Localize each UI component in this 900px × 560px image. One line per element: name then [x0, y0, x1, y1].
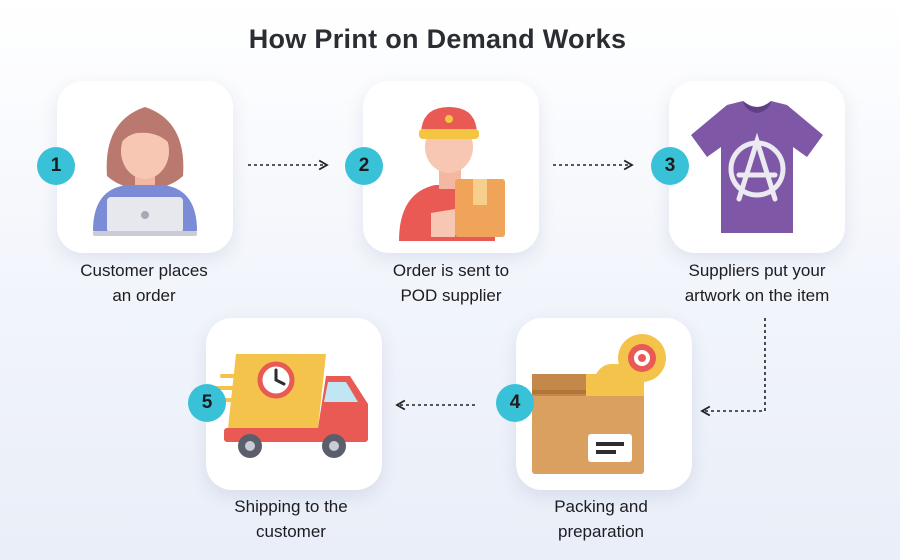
step-4-badge: 4: [496, 384, 534, 422]
step-5-badge: 5: [188, 384, 226, 422]
delivery-person-icon: [399, 107, 505, 241]
step-3-badge: 3: [651, 147, 689, 185]
step-2-card: [363, 81, 539, 253]
step-1-label: Customer places an order: [80, 261, 208, 305]
delivery-truck-icon: [214, 354, 368, 458]
step-2-badge: 2: [345, 147, 383, 185]
step-1-badge: 1: [37, 147, 75, 185]
arrow-3-to-4: [700, 318, 766, 417]
step-3-label: Suppliers put your artwork on the item: [684, 261, 830, 305]
customer-laptop-icon: [93, 107, 197, 236]
page-title: How Print on Demand Works: [248, 24, 627, 54]
step-5-label: Shipping to the customer: [234, 497, 348, 541]
step-4-card: [516, 318, 692, 490]
step-4-label: Packing and preparation: [554, 497, 648, 541]
step-5-card: [206, 318, 382, 490]
package-box-icon: [532, 334, 666, 474]
step-3-card: [669, 81, 845, 253]
step-2-label: Order is sent to POD supplier: [392, 261, 510, 305]
tshirt-icon: [691, 101, 823, 233]
step-1-card: [57, 81, 233, 253]
